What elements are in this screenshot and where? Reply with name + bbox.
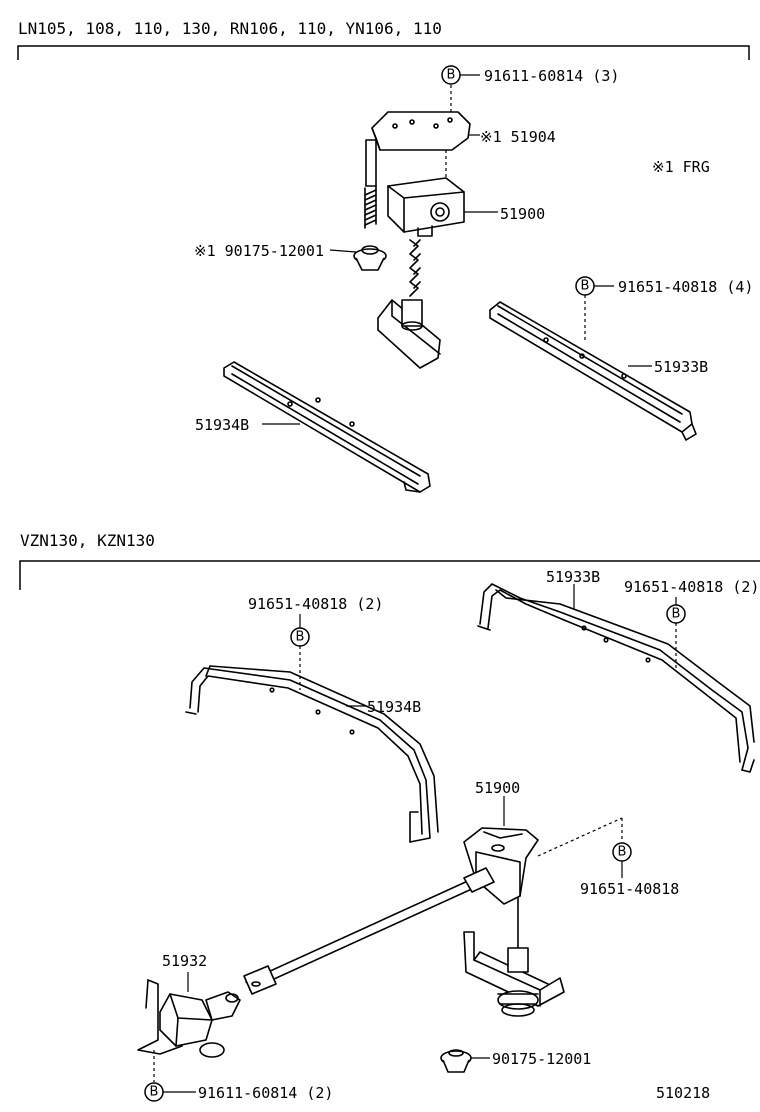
- svg-text:B: B: [672, 607, 681, 622]
- svg-text:B: B: [150, 1085, 159, 1100]
- rail-51933b-bottom: [477, 583, 755, 773]
- extension-rod: [243, 867, 495, 995]
- bolt-callout-carrier: B 91651-40818: [580, 842, 679, 898]
- label-91651-40818-2-left: 91651-40818 (2): [248, 595, 383, 613]
- section-bracket-bottom: [19, 560, 760, 590]
- lift-hook-assembly: [463, 931, 565, 1017]
- bolt-callout-bottom-left: 91651-40818 (2) B: [248, 595, 383, 690]
- handle-51932: [137, 979, 241, 1058]
- label-51900-top: 51900: [500, 205, 545, 223]
- section-heading-top: LN105, 108, 110, 130, RN106, 110, YN106,…: [18, 19, 442, 38]
- label-51904: ※1 51904: [480, 128, 556, 146]
- label-91651-40818-carrier: 91651-40818: [580, 880, 679, 898]
- clip-90175-12001-bottom: [440, 1049, 472, 1073]
- label-51934b-bottom: 51934B: [367, 698, 421, 716]
- label-90175-12001-top: ※1 90175-12001: [194, 242, 324, 260]
- label-51933b-top: 51933B: [654, 358, 708, 376]
- label-51900-bottom: 51900: [475, 779, 520, 797]
- label-51933b-bottom: 51933B: [546, 568, 600, 586]
- rail-51933b-top: [489, 301, 697, 441]
- rail-51934b-top: [223, 361, 431, 493]
- frg-note: ※1 FRG: [652, 158, 710, 176]
- label-91651-40818-2-right: 91651-40818 (2): [624, 578, 759, 596]
- carrier-51900-top: [387, 177, 465, 297]
- label-91611-60814-3: 91611-60814 (3): [484, 67, 619, 85]
- label-91651-40818-4: 91651-40818 (4): [618, 278, 753, 296]
- section-heading-bottom: VZN130, KZN130: [20, 531, 155, 550]
- section-bracket-top: [17, 45, 750, 60]
- bolt-callout-bottom-right: 91651-40818 (2) B: [624, 578, 759, 668]
- svg-text:B: B: [618, 845, 627, 860]
- label-90175-12001-bottom: 90175-12001: [492, 1050, 591, 1068]
- label-51934b-top: 51934B: [195, 416, 249, 434]
- hanger-bracket-51904: [364, 111, 471, 229]
- bolt-callout-top-b: B 91651-40818 (4): [575, 276, 753, 340]
- bolt-symbol: B: [447, 68, 456, 83]
- bolt-callout-handle: B 91611-60814 (2): [144, 1050, 333, 1102]
- label-91611-60814-2: 91611-60814 (2): [198, 1084, 333, 1102]
- hook-plate-top: [377, 299, 441, 369]
- bolt-callout-top-a: B 91611-60814 (3): [441, 65, 619, 112]
- label-51932: 51932: [162, 952, 207, 970]
- rail-51934b-bottom: [185, 665, 439, 843]
- svg-text:B: B: [296, 630, 305, 645]
- svg-text:B: B: [581, 279, 590, 294]
- clip-90175-12001-top: [353, 245, 387, 271]
- figure-number: 510218: [656, 1084, 710, 1102]
